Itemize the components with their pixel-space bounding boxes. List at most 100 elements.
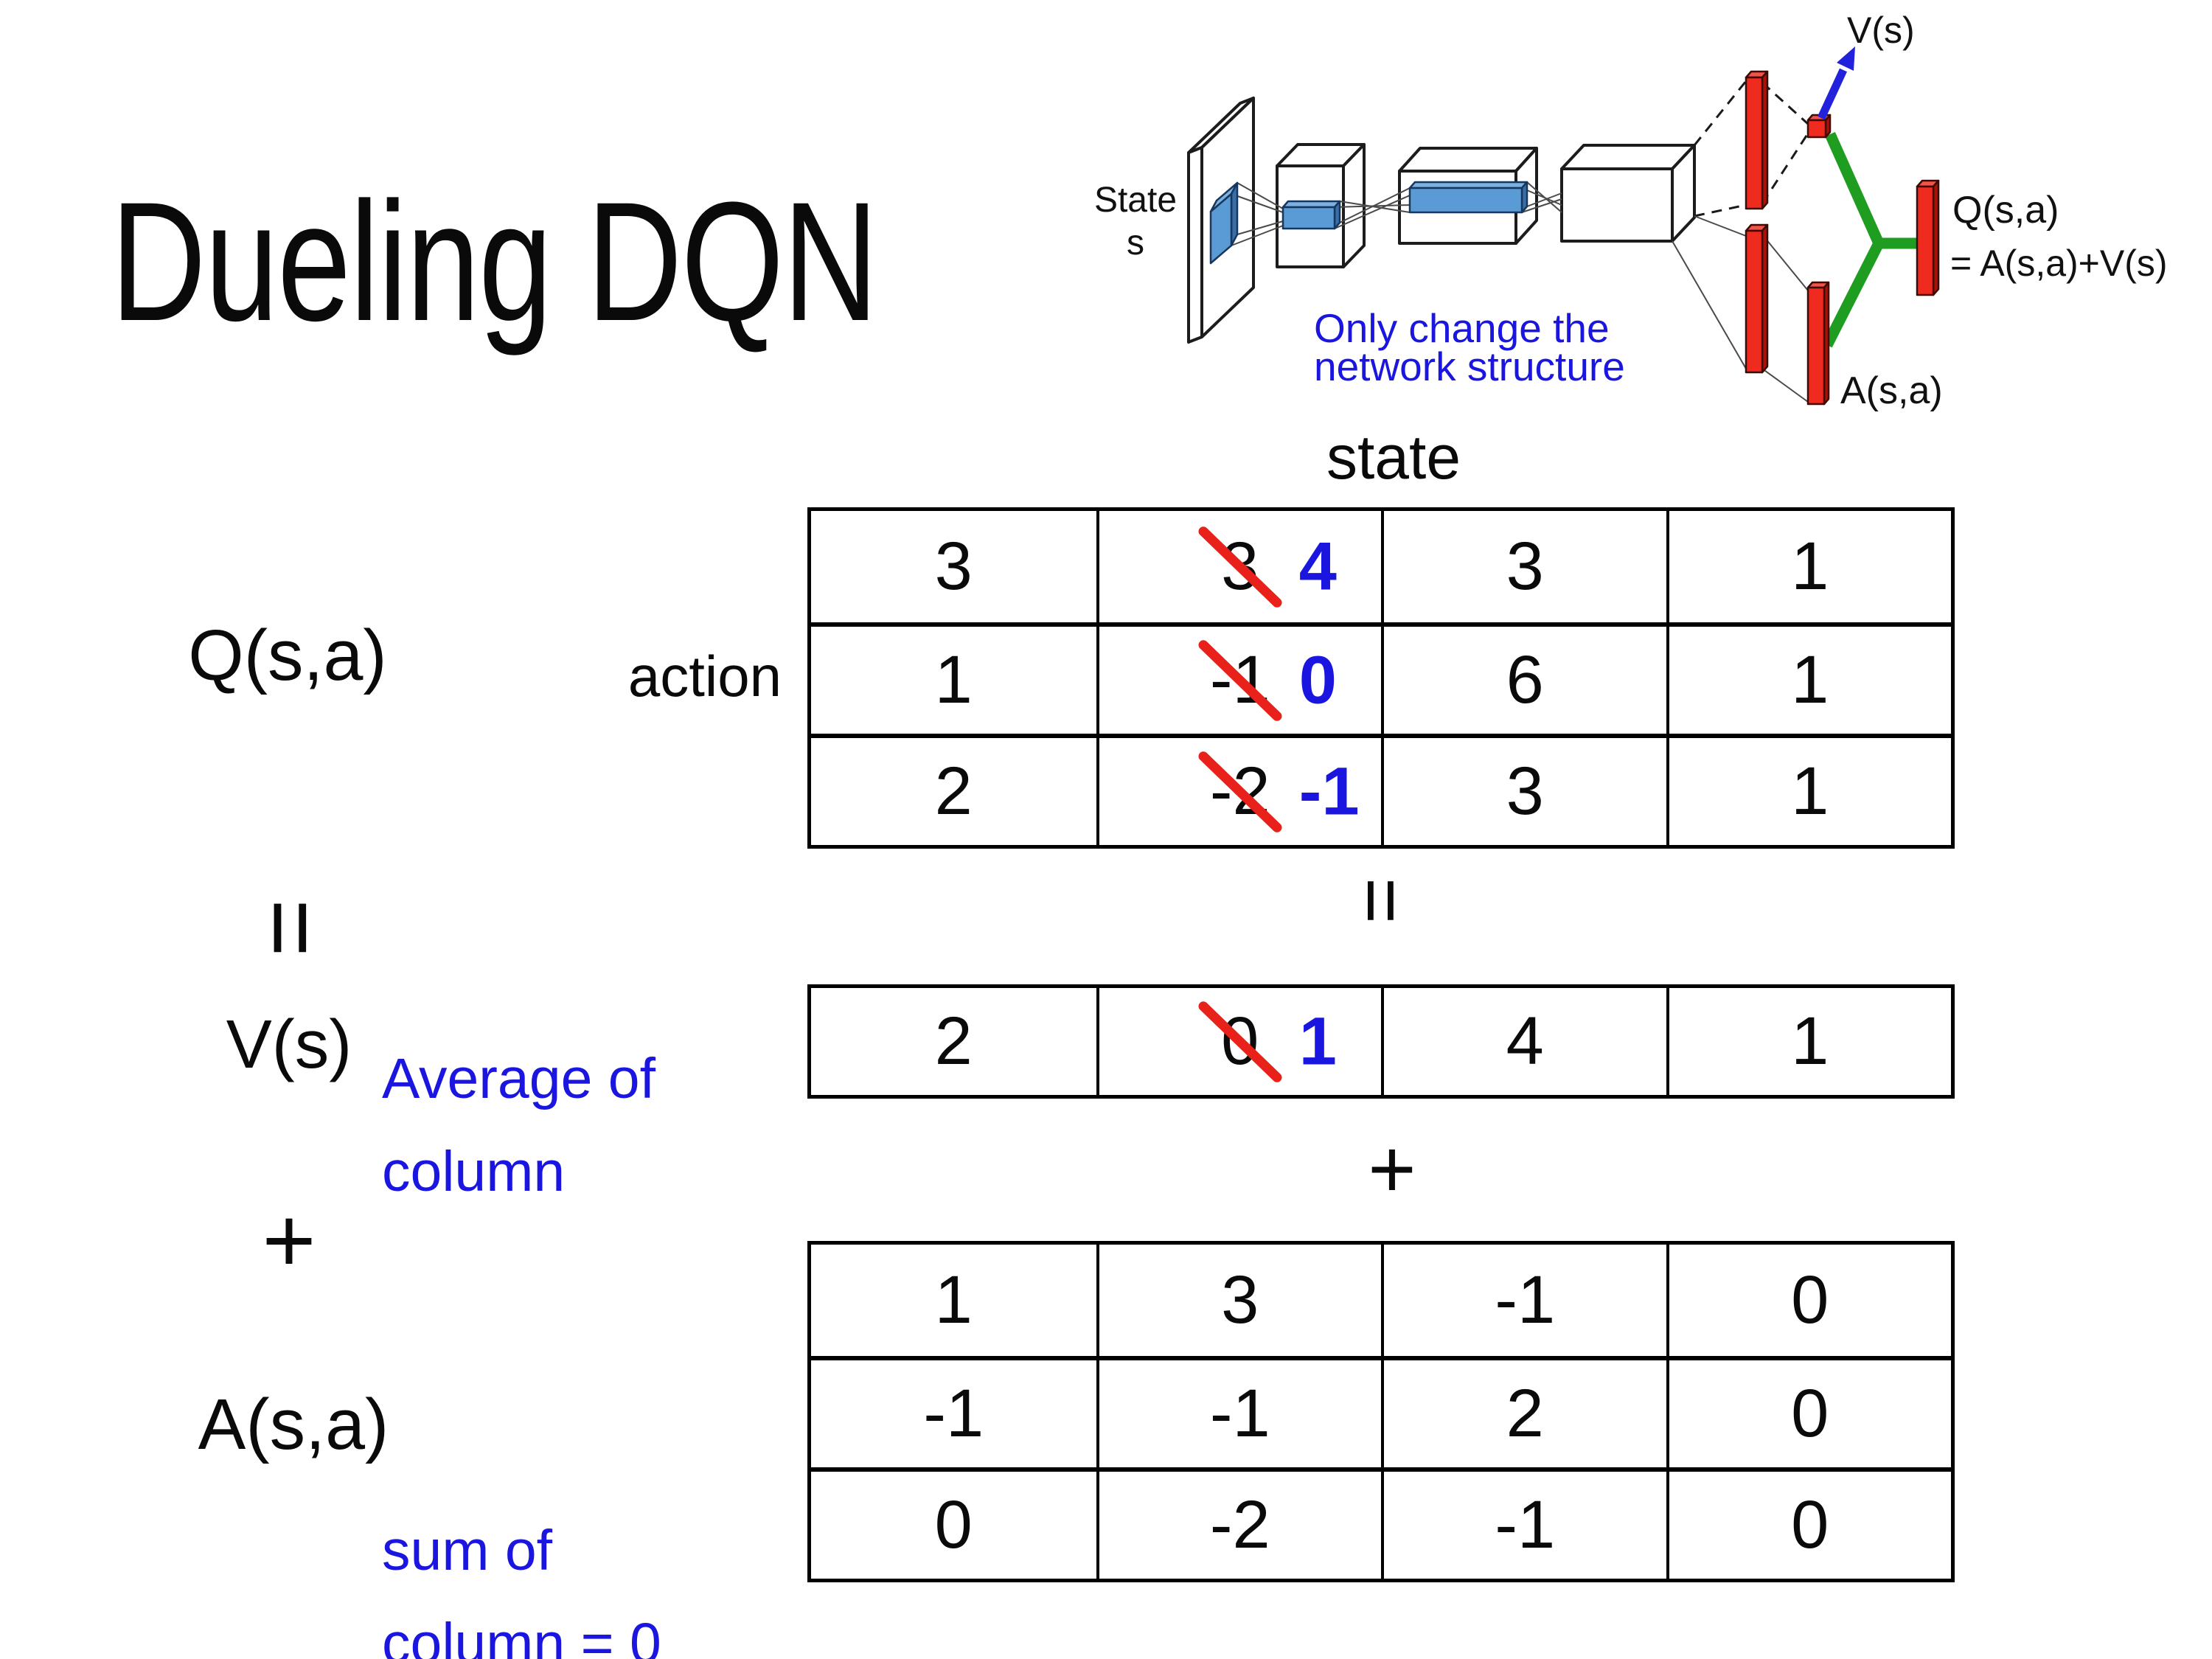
q-output-bar: [1916, 179, 1940, 296]
table-cell: 2: [811, 988, 1096, 1095]
advantage-stream-bar: [1745, 223, 1769, 374]
a-output-label: A(s,a): [1840, 369, 1943, 412]
cell-value: 6: [1506, 642, 1544, 717]
table-cell: -2: [1096, 1467, 1381, 1579]
q-output-label-line2: = A(s,a)+V(s): [1950, 243, 2168, 284]
corrected-value: 0: [1298, 642, 1337, 717]
cell-value: 3: [1506, 529, 1544, 604]
cell-value: 1: [1791, 642, 1829, 717]
sum-note: sum of column = 0: [382, 1504, 661, 1659]
average-note-line1: Average of: [382, 1047, 656, 1110]
dueling-network-diagram: State s Only change the network structur…: [1094, 10, 2168, 412]
table-cell: 2: [1381, 1356, 1666, 1467]
cell-value: 2: [934, 1004, 973, 1079]
v-arrow-icon: [1818, 46, 1855, 120]
equals-sign-left: =: [235, 898, 347, 957]
feature-bar-2: [1408, 181, 1528, 214]
cell-value: 3: [1221, 1262, 1259, 1338]
table-cell: 4: [1381, 988, 1666, 1095]
a-table: 1 3 -1 0 -1 -1 2 0 0 -2 -1 0: [807, 1241, 1955, 1582]
diagram-note-line2: network structure: [1314, 344, 1625, 389]
cell-value: -1: [1495, 1262, 1556, 1338]
q-matrix-label: Q(s,a): [188, 615, 387, 695]
page-title: Dueling DQN: [111, 167, 878, 356]
average-note: Average of column: [382, 1032, 655, 1218]
cell-value: -1: [923, 1376, 984, 1451]
cell-value: 1: [934, 642, 973, 717]
cell-value: 2: [934, 754, 973, 829]
cell-value: 1: [1791, 529, 1829, 604]
table-cell: 3: [1381, 734, 1666, 845]
corrected-value: -1: [1298, 754, 1360, 829]
crossed-out-value: 3: [1196, 524, 1284, 609]
cell-value: 3: [1506, 754, 1544, 829]
cell-value: 0: [934, 1487, 973, 1562]
corrected-value: 1: [1298, 1004, 1337, 1079]
conv-box-3: [1560, 144, 1696, 243]
equals-sign-middle: =: [1338, 877, 1427, 924]
table-cell-corrected: -2 -1: [1096, 734, 1381, 845]
table-cell: -1: [1381, 1245, 1666, 1356]
table-cell: 1: [1666, 511, 1952, 622]
v-output-label: V(s): [1847, 10, 1915, 51]
cell-value: 1: [1791, 754, 1829, 829]
cell-value: 0: [1791, 1262, 1829, 1338]
v-table: 2 0 1 4 1: [807, 984, 1955, 1099]
value-stream-bar: [1745, 70, 1769, 210]
table-cell: 0: [1666, 1467, 1951, 1579]
stream-connections: [1672, 80, 1809, 403]
table-cell: -1: [811, 1356, 1096, 1467]
a-matrix-label: A(s,a): [198, 1384, 389, 1464]
merge-connector: [1822, 131, 1919, 348]
table-cell: -1: [1381, 1467, 1666, 1579]
table-cell: 1: [1666, 988, 1952, 1095]
sum-note-line2: column = 0: [382, 1612, 661, 1659]
table-cell: 3: [1096, 1245, 1382, 1356]
corrected-value: 4: [1298, 529, 1337, 604]
table-cell: 1: [1666, 734, 1951, 845]
table-cell: 6: [1381, 622, 1666, 734]
action-axis-label: action: [627, 644, 782, 709]
table-cell: 1: [1666, 622, 1951, 734]
table-cell: 2: [811, 734, 1096, 845]
v-matrix-label: V(s): [226, 1006, 352, 1082]
table-cell: -1: [1096, 1356, 1381, 1467]
crossed-out-value: -1: [1196, 638, 1284, 723]
table-cell: 0: [1666, 1245, 1952, 1356]
table-cell-corrected: 0 1: [1096, 988, 1382, 1095]
diagram-note-line1: Only change the: [1314, 305, 1610, 351]
cell-value: 1: [1791, 1004, 1829, 1079]
state-input-label-line1: State: [1094, 181, 1177, 220]
cell-value: 0: [1791, 1487, 1829, 1562]
cell-value: 0: [1791, 1376, 1829, 1451]
plus-sign-left: +: [262, 1189, 316, 1292]
table-cell: 3: [1381, 511, 1666, 622]
cell-value: 3: [934, 529, 973, 604]
cell-value: 4: [1506, 1004, 1544, 1079]
cell-value: -1: [1495, 1487, 1556, 1562]
state-input-label-line2: s: [1127, 223, 1144, 262]
table-cell: 0: [811, 1467, 1096, 1579]
table-cell: 1: [811, 1245, 1096, 1356]
cell-value: 2: [1506, 1376, 1544, 1451]
cell-value: -1: [1209, 1376, 1270, 1451]
state-axis-label: state: [1326, 422, 1461, 492]
plus-sign-middle: +: [1368, 1122, 1416, 1215]
table-cell-corrected: 3 4: [1096, 511, 1382, 622]
advantage-vector-node: [1806, 281, 1830, 406]
cell-value: 1: [934, 1262, 973, 1338]
table-cell: 1: [811, 622, 1096, 734]
input-patch: [1209, 181, 1239, 265]
table-cell-corrected: -1 0: [1096, 622, 1381, 734]
crossed-out-value: 0: [1196, 999, 1284, 1084]
sum-note-line1: sum of: [382, 1519, 553, 1582]
feature-bar-1: [1281, 200, 1341, 230]
crossed-out-value: -2: [1196, 749, 1284, 834]
cell-value: -2: [1209, 1487, 1270, 1562]
value-scalar-node: [1806, 114, 1832, 139]
q-output-label-line1: Q(s,a): [1952, 189, 2059, 232]
average-note-line2: column: [382, 1140, 566, 1203]
q-table: 3 3 4 3 1 1 -1 0 6 1 2 -2 -1 3 1: [807, 507, 1955, 849]
fan-lines: [1231, 181, 1562, 246]
